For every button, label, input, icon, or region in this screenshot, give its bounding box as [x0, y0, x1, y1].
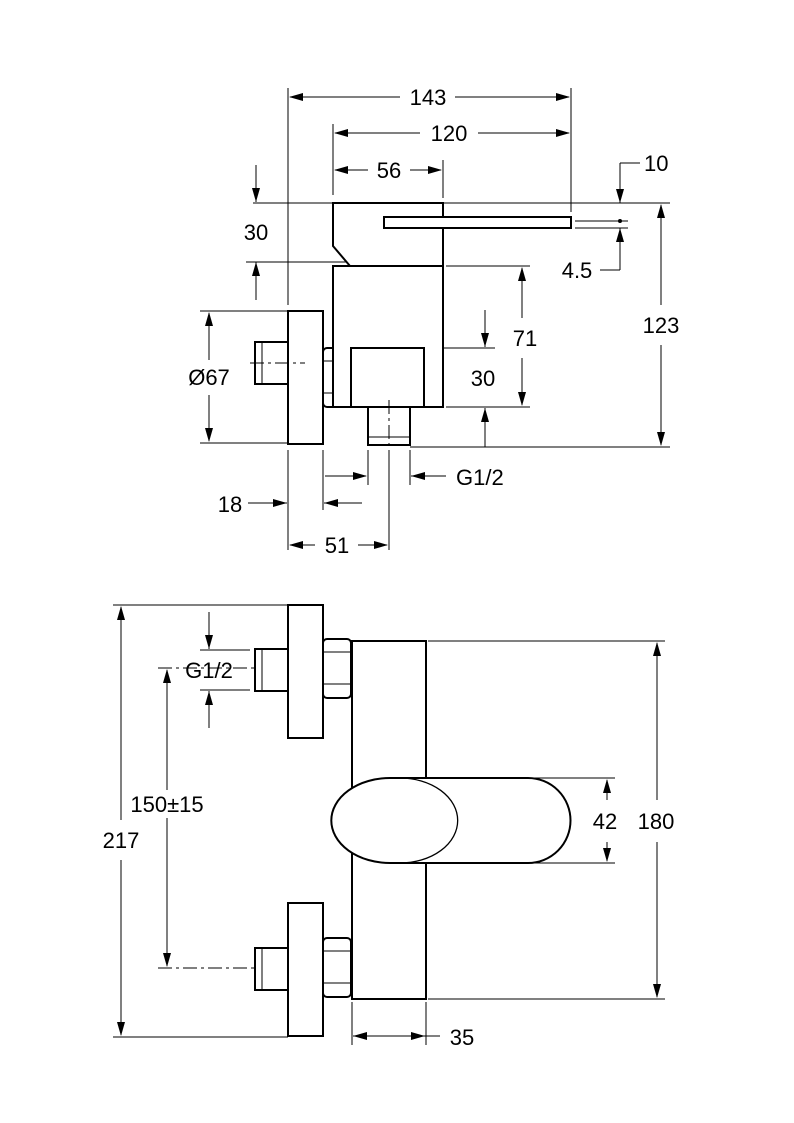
wall-plate [287, 310, 324, 445]
dim-10: 10 [644, 151, 668, 176]
dim-4-5: 4.5 [562, 258, 593, 283]
upper-inlet-nipple [254, 648, 289, 692]
front-view: G1/2 150±15 217 42 180 35 [103, 604, 675, 1050]
dim-30-top: 30 [244, 220, 268, 245]
dim-g12: G1/2 [456, 465, 504, 490]
upper-hex-nut [322, 638, 352, 699]
dim-150: 150±15 [130, 792, 203, 817]
dim-35: 35 [450, 1025, 474, 1050]
dim-56: 56 [377, 158, 401, 183]
side-view: 143 120 56 10 30 4.5 123 71 30 Ø67 G1/2 … [188, 85, 679, 558]
dim-diameter-67: Ø67 [188, 365, 230, 390]
dim-18: 18 [218, 492, 242, 517]
dim-120: 120 [431, 121, 468, 146]
dim-143: 143 [410, 85, 447, 110]
dim-180: 180 [638, 809, 675, 834]
lower-wall-plate [287, 902, 324, 1037]
dim-42: 42 [593, 809, 617, 834]
upper-wall-plate [287, 604, 324, 739]
lever-front [330, 777, 572, 864]
lever-handle [383, 216, 572, 229]
lever-head [332, 202, 444, 267]
connector-block [350, 347, 425, 408]
lower-inlet-nipple [254, 947, 289, 991]
dim-123: 123 [643, 313, 680, 338]
dim-51: 51 [325, 533, 349, 558]
dim-217: 217 [103, 828, 140, 853]
dim-71: 71 [513, 326, 537, 351]
dim-30-mid: 30 [471, 366, 495, 391]
dim-g12-front: G1/2 [185, 658, 233, 683]
lower-hex-nut [322, 937, 352, 998]
